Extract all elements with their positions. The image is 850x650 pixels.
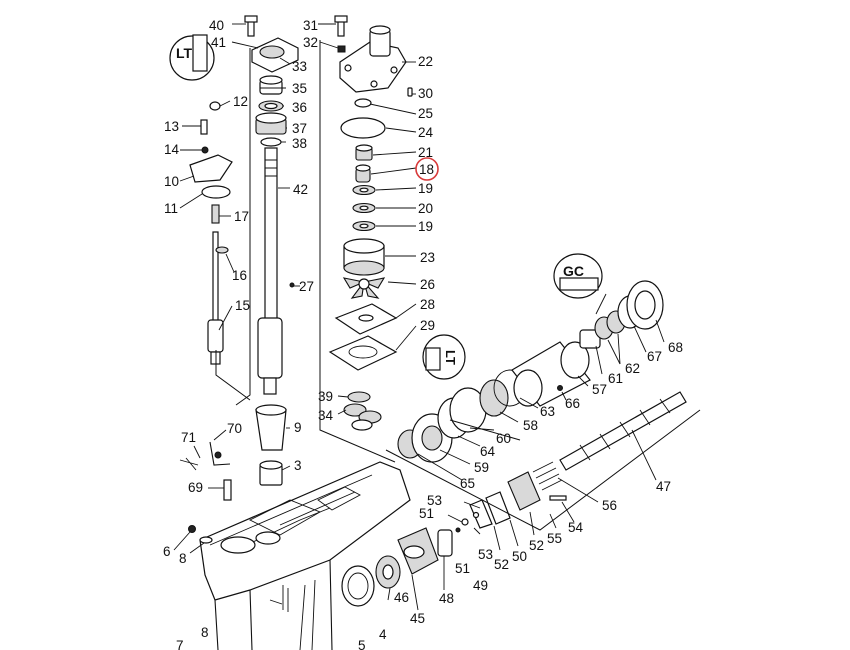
label-32: 32	[303, 35, 318, 50]
gc-grease-badge: GC	[553, 253, 603, 299]
label-67: 67	[647, 349, 662, 364]
water-pump-assembly	[328, 15, 413, 431]
label-52a: 52	[494, 557, 509, 572]
lt-grease-badge-center: LT	[422, 334, 466, 380]
label-57: 57	[592, 382, 607, 397]
label-19b: 19	[418, 219, 433, 234]
label-53b: 53	[478, 547, 493, 562]
label-11: 11	[164, 201, 178, 216]
label-59: 59	[474, 460, 489, 475]
label-20: 20	[418, 201, 433, 216]
label-35: 35	[292, 81, 307, 96]
label-45: 45	[410, 611, 425, 626]
label-41: 41	[211, 35, 226, 50]
label-48: 48	[439, 591, 454, 606]
label-52b: 52	[529, 538, 544, 553]
label-15: 15	[235, 298, 250, 313]
label-19a: 19	[418, 181, 433, 196]
label-53a: 53	[427, 493, 442, 508]
label-37: 37	[292, 121, 307, 136]
label-5: 5	[358, 638, 366, 650]
label-17: 17	[234, 209, 249, 224]
label-4: 4	[379, 627, 387, 642]
part-labels: 40 41 33 35 36 37 38 42 27 12 13 14 10 1…	[163, 18, 683, 650]
label-25: 25	[418, 106, 433, 121]
label-42: 42	[293, 182, 308, 197]
label-70: 70	[227, 421, 242, 436]
assembly-guide-lines	[215, 40, 701, 531]
small-hardware	[179, 441, 480, 544]
label-7: 7	[176, 638, 184, 650]
label-8b: 8	[201, 625, 209, 640]
label-68: 68	[668, 340, 683, 355]
highlight-circle	[415, 157, 439, 181]
label-62: 62	[625, 361, 640, 376]
label-51b: 51	[455, 561, 470, 576]
svg-text:LT: LT	[176, 45, 193, 61]
lt-grease-badge: LT	[169, 34, 215, 81]
label-26: 26	[420, 277, 435, 292]
label-31: 31	[303, 18, 318, 33]
label-30: 30	[418, 86, 433, 101]
label-51a: 51	[419, 506, 434, 521]
label-18: 18	[419, 162, 434, 177]
label-69: 69	[188, 480, 203, 495]
label-47: 47	[656, 479, 671, 494]
label-50: 50	[512, 549, 527, 564]
label-24: 24	[418, 125, 434, 140]
label-56: 56	[602, 498, 617, 513]
label-60: 60	[496, 431, 511, 446]
label-46: 46	[394, 590, 409, 605]
label-13: 13	[164, 119, 179, 134]
label-22: 22	[418, 54, 433, 69]
label-14: 14	[164, 142, 180, 157]
svg-text:LT: LT	[443, 350, 458, 365]
label-28: 28	[420, 297, 435, 312]
propeller-shaft-assembly	[341, 280, 687, 607]
label-21: 21	[418, 145, 433, 160]
label-66: 66	[565, 396, 580, 411]
label-34: 34	[318, 408, 334, 423]
shift-rod-assembly	[189, 101, 233, 365]
label-6: 6	[163, 544, 171, 559]
label-63: 63	[540, 404, 555, 419]
label-36: 36	[292, 100, 307, 115]
label-12: 12	[233, 94, 248, 109]
label-58: 58	[523, 418, 538, 433]
label-9: 9	[294, 420, 302, 435]
label-65: 65	[460, 476, 475, 491]
label-64: 64	[480, 444, 496, 459]
label-49: 49	[473, 578, 488, 593]
label-27: 27	[299, 279, 314, 294]
label-8a: 8	[179, 551, 187, 566]
label-10: 10	[164, 174, 179, 189]
label-23: 23	[420, 250, 435, 265]
label-29: 29	[420, 318, 435, 333]
label-71: 71	[181, 430, 196, 445]
label-40: 40	[209, 18, 224, 33]
label-38: 38	[292, 136, 307, 151]
label-55: 55	[547, 531, 562, 546]
label-54: 54	[568, 520, 584, 535]
label-61: 61	[608, 371, 623, 386]
drive-shaft-assembly	[244, 15, 299, 486]
label-33: 33	[292, 59, 307, 74]
lower-unit-housing	[199, 461, 411, 650]
label-39: 39	[318, 389, 333, 404]
svg-text:GC: GC	[563, 263, 584, 279]
label-3: 3	[294, 458, 302, 473]
leader-lines	[173, 23, 665, 611]
label-16: 16	[232, 268, 247, 283]
